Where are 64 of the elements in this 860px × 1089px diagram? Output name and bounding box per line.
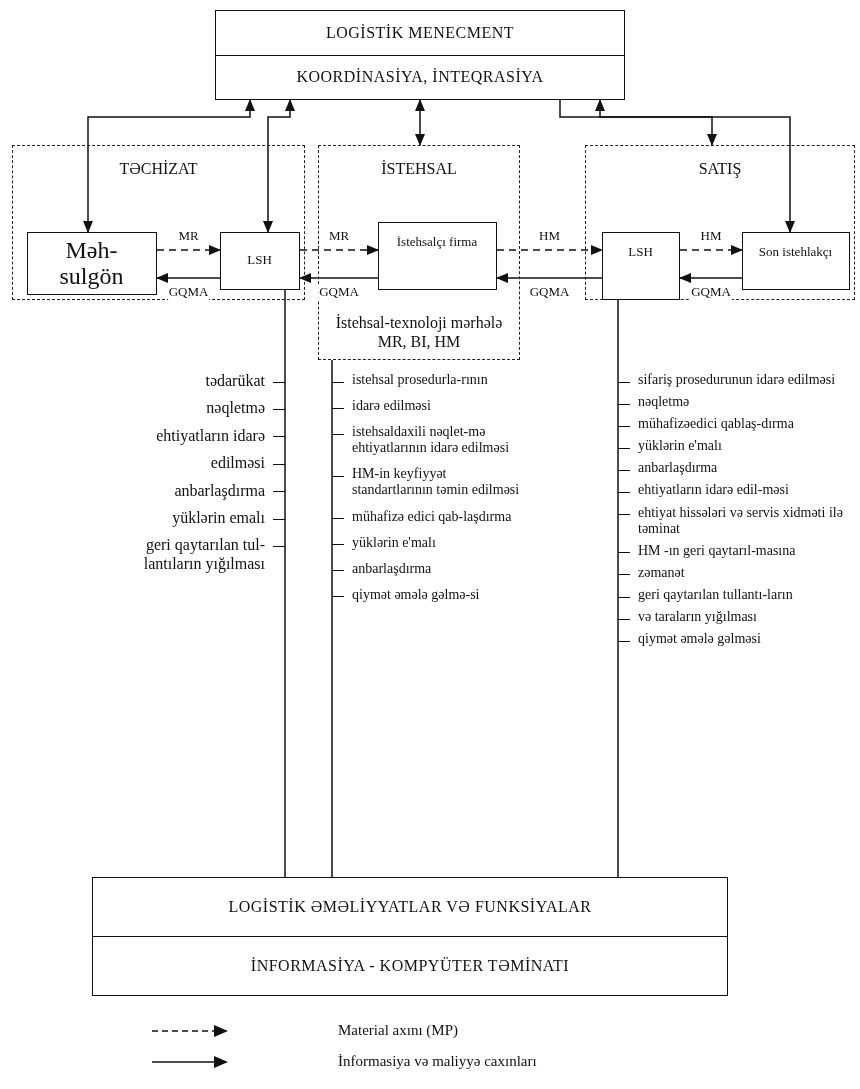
- function-label: ehtiyatların idarə edil-məsi: [638, 482, 789, 499]
- stacked-box: [92, 877, 728, 996]
- function-label: və taraların yığılması: [638, 609, 757, 626]
- function-label: idarə edilməsi: [352, 398, 431, 415]
- arrow: [496, 273, 603, 283]
- arrow: [156, 245, 221, 255]
- arrow: [299, 245, 379, 255]
- arrow: [559, 99, 717, 146]
- stacked-box: [215, 10, 625, 100]
- region-title: TƏCHİZAT: [118, 160, 199, 178]
- function-label: mühafizə edici qab-laşdırma: [352, 508, 512, 525]
- process-box: İstehsalçı firma: [377, 221, 497, 290]
- dashed-region: [585, 145, 855, 300]
- function-label: qiymət əmələ gəlməsi: [638, 631, 761, 648]
- process-box: Son istehlakçı: [741, 231, 850, 290]
- function-label: anbarlaşdırma: [638, 460, 718, 477]
- arrow: [156, 273, 221, 283]
- function-label: yüklərin e'malı: [352, 534, 436, 551]
- function-label: qiymət əmələ gəlmə-si: [352, 586, 480, 603]
- process-box: LSH: [601, 231, 680, 300]
- connector-line: [331, 359, 333, 878]
- function-label: geri qaytarılan tul-lantıların yığılması: [142, 536, 265, 574]
- function-label: anbarlaşdırma: [352, 560, 432, 577]
- function-label: zəmanət: [638, 564, 685, 581]
- function-label: nəqletmə: [206, 399, 265, 418]
- box-heading: LOGİSTİK MENECMENT: [325, 23, 515, 42]
- box-heading: LOGİSTİK ƏMƏLİYYATLAR VƏ FUNKSİYALAR: [228, 898, 592, 916]
- function-label: edilməsi: [210, 454, 265, 473]
- region-title: İSTEHSAL: [380, 160, 458, 178]
- connector-line: [617, 299, 619, 878]
- box-heading: KOORDİNASİYA, İNTEQRASİYA: [296, 68, 544, 87]
- function-label: yüklərin emalı: [172, 508, 265, 528]
- function-label: tədarükat: [205, 372, 265, 391]
- legend-label: Material axını (MP): [338, 1022, 458, 1039]
- region-note: İstehsal-texnoloji mərhələ MR, BI, HM: [334, 312, 504, 351]
- box-heading: İNFORMASİYA - KOMPYÜTER TƏMİNATI: [250, 957, 570, 975]
- edge-label: GQMA: [318, 284, 360, 300]
- function-label: yüklərin e'malı: [638, 438, 722, 455]
- function-label: anbarlaşdırma: [174, 481, 265, 500]
- connector-line: [284, 289, 286, 878]
- function-label: ehtiyat hissələri və servis xidməti ilə təminat: [638, 504, 844, 537]
- arrow: [83, 99, 255, 233]
- dashed-region: [12, 145, 305, 300]
- function-label: mühafizəedici qablaş-dırma: [638, 416, 794, 433]
- region-title: SATIŞ: [697, 160, 743, 178]
- function-label: istehsaldaxili nəqlet-mə ehtiyatlarının idarə edilməsi: [352, 424, 511, 457]
- function-label: ehtiyatların idarə: [156, 426, 265, 446]
- function-label: nəqletmə: [638, 394, 690, 411]
- legend-label: İnformasiya və maliyyə caxınları: [338, 1053, 537, 1070]
- dashed-region: [318, 145, 520, 360]
- arrow: [679, 245, 743, 255]
- function-label: HM -ın geri qaytarıl-masına: [638, 542, 796, 559]
- function-label: geri qaytarılan tullantı-ların: [638, 586, 793, 604]
- arrow: [595, 99, 795, 233]
- arrow: [263, 99, 295, 233]
- function-label: istehsal prosedurla-rının: [352, 372, 488, 389]
- function-label: HM-in keyfiyyət standartlarının təmin edilməsi: [352, 466, 521, 499]
- arrow: [496, 245, 603, 255]
- arrow: [679, 273, 743, 283]
- arrow: [299, 273, 379, 283]
- arrow: [415, 99, 425, 146]
- process-box: LSH: [219, 231, 300, 290]
- function-label: sifariş prosedurunun idarə edilməsi: [638, 372, 836, 389]
- process-box: Məh-sulgön: [26, 231, 157, 295]
